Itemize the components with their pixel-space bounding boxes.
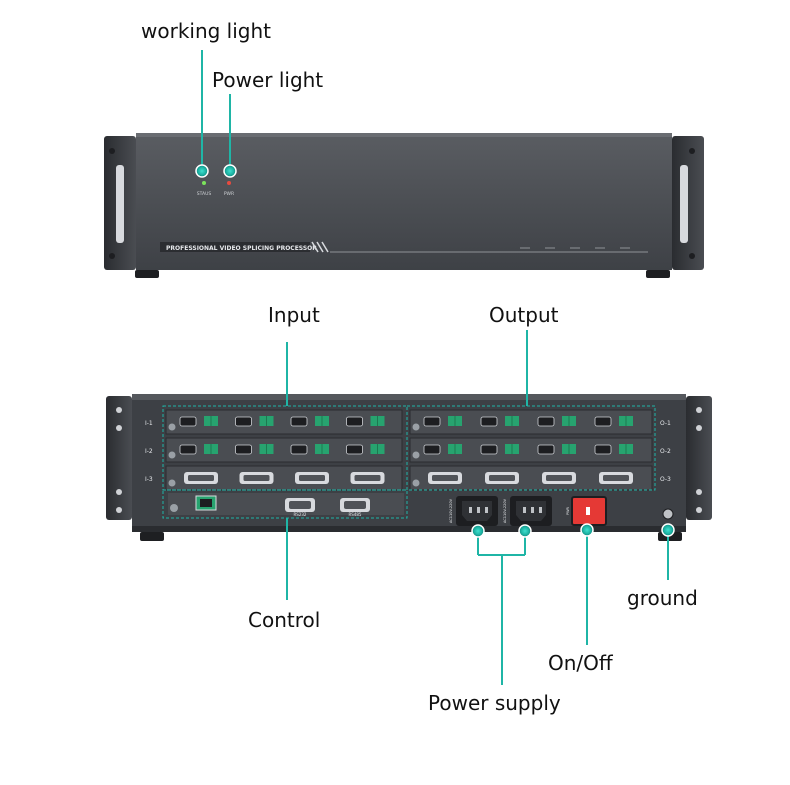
front-panel: STAUS PWR PROFESSIONAL VIDEO SPLICING PR… xyxy=(104,133,704,278)
power-supply-label: Power supply xyxy=(428,691,561,715)
front-right-handle xyxy=(680,165,688,243)
front-title: PROFESSIONAL VIDEO SPLICING PROCESSOR xyxy=(166,245,317,252)
status-led xyxy=(202,181,206,185)
rear-panel: I-1 I-2 I-3 O-1 O-2 O-3 RS232 RS485 xyxy=(106,394,712,541)
power-socket-1 xyxy=(456,496,498,526)
power-supply-marker xyxy=(518,524,532,538)
io-card xyxy=(409,409,653,435)
pwr-led-label: PWR xyxy=(224,191,234,197)
ac-label: AC110V-220V xyxy=(449,498,453,523)
front-left-handle xyxy=(116,165,124,243)
hdmi-port xyxy=(594,416,612,427)
front-callouts xyxy=(195,50,237,178)
ac-label: AC110V-220V xyxy=(503,498,507,523)
status-led-label: STAUS xyxy=(197,191,212,197)
ground-screw xyxy=(662,508,674,520)
hdmi-port xyxy=(537,416,555,427)
hdmi-port xyxy=(290,416,308,427)
input-row-label: I-3 xyxy=(145,476,153,483)
input-label: Input xyxy=(268,303,320,327)
power-supply-marker xyxy=(471,524,485,538)
input-row-label: I-2 xyxy=(145,448,153,455)
io-card xyxy=(165,437,403,463)
rear-left-ear xyxy=(106,396,132,520)
hdmi-port xyxy=(179,444,197,455)
power-light-marker xyxy=(223,164,237,178)
control-label: Control xyxy=(248,608,321,632)
hdmi-port xyxy=(179,416,197,427)
input-row-label: I-1 xyxy=(145,420,153,427)
io-card xyxy=(165,409,403,435)
io-card xyxy=(409,437,653,463)
hdmi-port xyxy=(423,444,441,455)
hdmi-port xyxy=(235,444,252,455)
hdmi-port xyxy=(235,416,252,427)
hdmi-port xyxy=(346,416,363,427)
hdmi-port xyxy=(480,416,498,427)
rear-right-ear xyxy=(686,396,712,520)
working-light-label: working light xyxy=(141,19,272,43)
switch-pwr-label: PWR xyxy=(566,506,570,515)
output-zone xyxy=(406,405,656,491)
working-light-marker xyxy=(195,164,209,178)
power-led xyxy=(227,181,231,185)
rear-callouts xyxy=(286,330,675,685)
rs485-label: RS485 xyxy=(349,512,362,517)
output-label: Output xyxy=(489,303,559,327)
hdmi-port xyxy=(537,444,555,455)
hdmi-port xyxy=(594,444,612,455)
output-row-label: O-3 xyxy=(660,476,671,483)
on-off-label: On/Off xyxy=(548,651,613,675)
hdmi-port xyxy=(346,444,363,455)
output-row-label: O-2 xyxy=(660,448,671,455)
control-zone xyxy=(162,489,408,519)
ground-marker xyxy=(661,523,675,537)
ground-label: ground xyxy=(627,586,698,610)
hdmi-port xyxy=(480,444,498,455)
power-light-label: Power light xyxy=(212,68,324,92)
power-socket-2 xyxy=(510,496,552,526)
on-off-marker xyxy=(580,523,594,537)
hdmi-port xyxy=(290,444,308,455)
hdmi-port xyxy=(423,416,441,427)
rs232-label: RS232 xyxy=(294,512,307,517)
output-row-label: O-1 xyxy=(660,420,671,427)
card-slots xyxy=(165,409,653,491)
